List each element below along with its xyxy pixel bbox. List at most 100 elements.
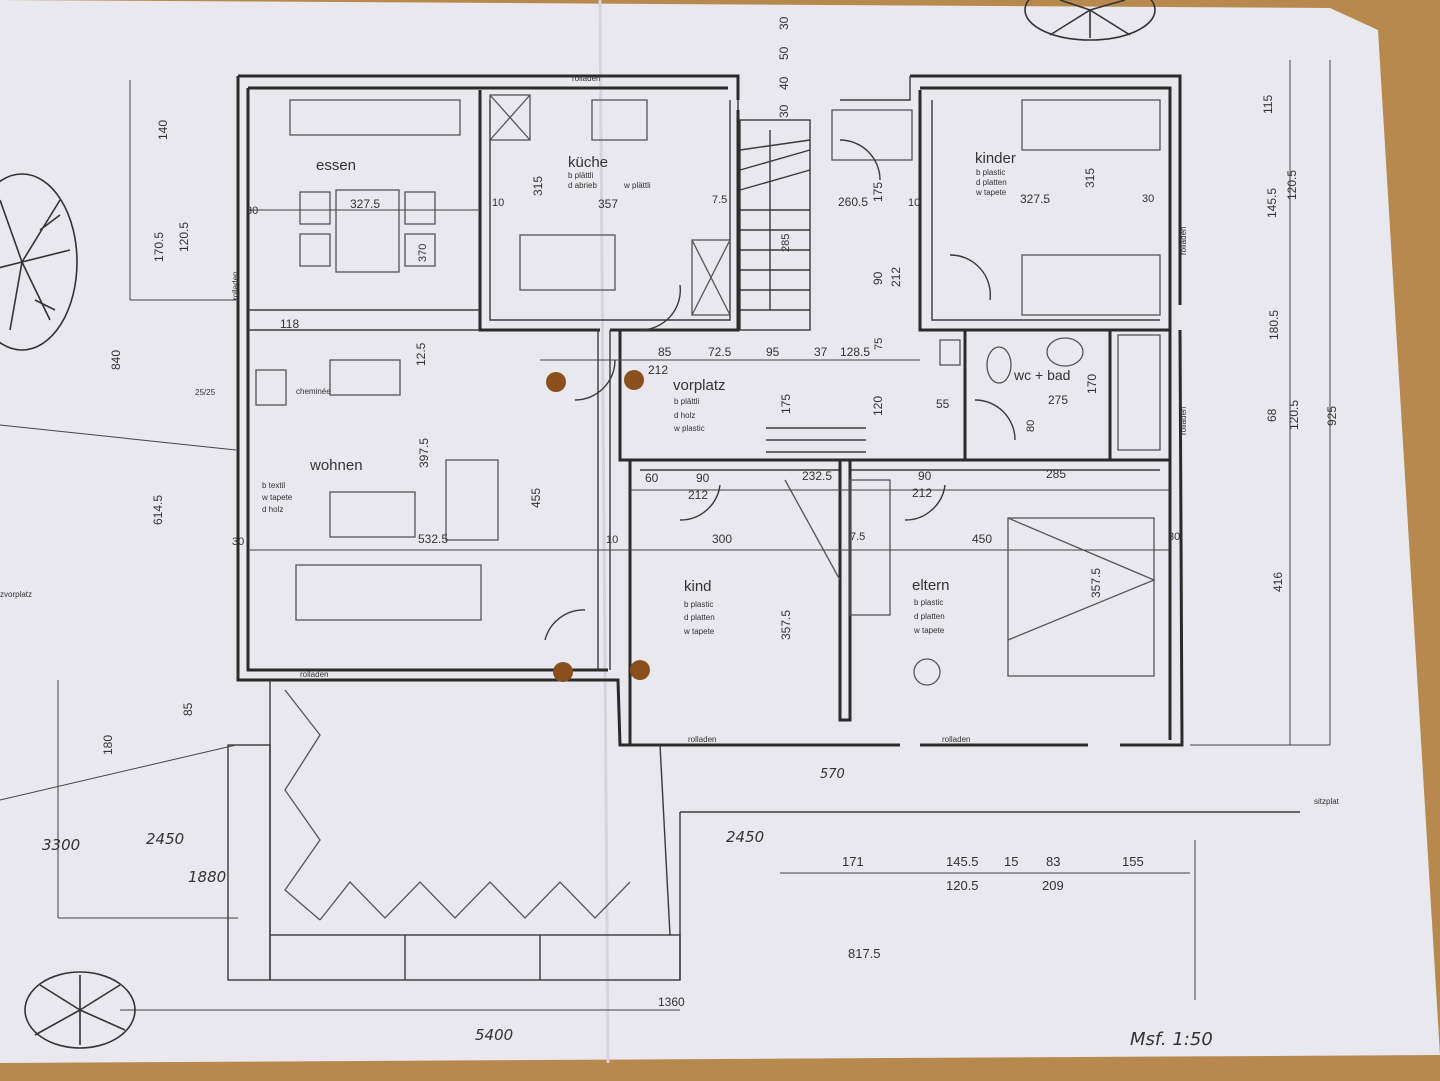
dim-30-essen: 30 — [246, 205, 258, 217]
dim-15-bottom: 15 — [1004, 854, 1018, 869]
dim-30-kinder: 30 — [1142, 193, 1154, 205]
dim-6145: 614.5 — [151, 495, 165, 525]
room-finish-kind-3: w tapete — [683, 627, 715, 636]
dim-180: 180 — [101, 735, 115, 755]
dim-90-kind: 90 — [696, 471, 710, 485]
room-finish-kueche-2: d abrieb — [568, 181, 597, 190]
rolladen-label-wohnen: rolladen — [300, 670, 328, 679]
dim-95: 95 — [766, 345, 780, 359]
dim-125: 12.5 — [414, 342, 428, 366]
cheminee-label: cheminée — [296, 387, 331, 396]
dim-209: 209 — [1042, 878, 1064, 893]
dim-68: 68 — [1265, 408, 1279, 422]
tree-symbol-left — [0, 173, 78, 351]
dim-315-kueche: 315 — [531, 176, 545, 196]
dim-stair-30b: 30 — [777, 104, 791, 118]
tree-symbol-top — [1024, 0, 1156, 41]
room-dim-wohnen: 532.5 — [418, 532, 448, 546]
dim-140: 140 — [156, 120, 170, 140]
dim-115: 115 — [1261, 95, 1275, 114]
dim-90-kinder-door: 90 — [871, 271, 885, 285]
room-name-eltern: eltern — [912, 577, 950, 594]
terrace — [227, 680, 1300, 981]
dim-1880: 1880 — [188, 868, 226, 886]
room-finish-kinder-2: d platten — [976, 178, 1007, 187]
dim-175-top: 175 — [871, 182, 885, 202]
rolladen-label-kind: rolladen — [688, 735, 716, 744]
room-name-wohnen: wohnen — [309, 457, 363, 474]
dim-925: 925 — [1325, 406, 1339, 426]
dim-2325: 232.5 — [802, 469, 832, 483]
room-eltern: eltern b plastic d platten w tapete 450 — [912, 532, 992, 635]
dim-1805: 180.5 — [1267, 310, 1281, 340]
room-finish-kinder-1: b plastic — [976, 168, 1005, 177]
dim-285-stair: 285 — [780, 234, 792, 252]
room-name-kinder: kinder — [975, 150, 1016, 167]
dim-570: 570 — [820, 767, 845, 782]
dim-83: 83 — [1046, 854, 1060, 869]
room-finish-wohnen-2: w tapete — [261, 493, 293, 502]
dim-10-kueche: 10 — [492, 197, 504, 209]
room-name-vorplatz: vorplatz — [673, 377, 726, 394]
room-finish-eltern-2: d platten — [914, 612, 945, 621]
dim-370: 370 — [417, 244, 429, 262]
room-essen: essen 327.5 — [316, 157, 380, 211]
room-finish-vorplatz-1: b plättli — [674, 397, 700, 406]
dim-85-left: 85 — [181, 702, 195, 716]
room-kueche: küche b plättli d abrieb w plättli 357 — [568, 154, 651, 211]
dim-85-vorplatz: 85 — [658, 345, 672, 359]
room-kind: kind b plastic d platten w tapete 300 — [683, 532, 732, 636]
exterior-walls — [236, 74, 1184, 747]
dim-212-kinder-door: 212 — [889, 267, 903, 287]
dim-75-vorplatz: 75 — [873, 338, 885, 350]
dim-75-eltern: 7.5 — [850, 531, 865, 543]
dim-5400: 5400 — [475, 1026, 513, 1044]
room-finish-vorplatz-2: d holz — [674, 411, 695, 420]
dim-55: 55 — [936, 397, 950, 411]
room-finish-kind-1: b plastic — [684, 600, 713, 609]
dim-1205-left: 120.5 — [177, 222, 191, 252]
dim-1360: 1360 — [658, 995, 685, 1009]
room-finish-eltern-3: w tapete — [913, 626, 945, 635]
room-dim-essen: 327.5 — [350, 197, 380, 211]
dim-175-vorplatz: 175 — [779, 394, 793, 414]
rolladen-label-top: rolladen — [572, 74, 600, 83]
dim-90-eltern: 90 — [918, 469, 932, 483]
dim-80: 80 — [1025, 420, 1037, 432]
dimension-labels: 140 170.5 120.5 840 614.5 180 85 3300 24… — [42, 16, 1339, 1044]
dim-10-kinder: 10 — [908, 197, 920, 209]
dim-3975: 397.5 — [417, 438, 431, 468]
door-swings — [544, 139, 1016, 641]
room-name-essen: essen — [316, 157, 356, 174]
dim-3300: 3300 — [42, 836, 80, 854]
dimension-lines — [0, 60, 1331, 1011]
dim-1455-bottom: 145.5 — [946, 854, 979, 869]
dim-stair-50: 50 — [777, 46, 791, 60]
room-dim-kueche: 357 — [598, 197, 618, 211]
dim-stair-30a: 30 — [777, 16, 791, 30]
dim-725: 72.5 — [708, 345, 732, 359]
exterior-vorplatz-label: zvorplatz — [0, 590, 32, 599]
room-vorplatz: vorplatz b plättli d holz w plastic 212 — [648, 363, 726, 433]
dim-171: 171 — [842, 854, 864, 869]
room-finish-eltern-1: b plastic — [914, 598, 943, 607]
dim-455: 455 — [529, 488, 543, 508]
room-name-kueche: küche — [568, 154, 608, 171]
dim-212-eltern: 212 — [912, 486, 932, 500]
dim-212-kind: 212 — [688, 488, 708, 502]
room-dim-kinder: 327.5 — [1020, 192, 1050, 206]
dim-1205-right-b: 120.5 — [1287, 400, 1301, 430]
dim-1705: 170.5 — [152, 232, 166, 262]
room-finish-kind-2: d platten — [684, 613, 715, 622]
sitzplatz-label: sitzplat — [1314, 797, 1340, 806]
room-finish-kueche-1: b plättli — [568, 171, 594, 180]
rolladen-label-bad: rolladen — [1179, 407, 1188, 435]
dim-2605: 260.5 — [838, 195, 868, 209]
room-dim-vorplatz: 212 — [648, 363, 668, 377]
dim-3575-kind: 357.5 — [779, 610, 793, 640]
fireplace-dim: 25/25 — [195, 388, 216, 397]
dim-2450-left: 2450 — [146, 830, 184, 848]
dim-2450-bottom: 2450 — [726, 828, 764, 846]
